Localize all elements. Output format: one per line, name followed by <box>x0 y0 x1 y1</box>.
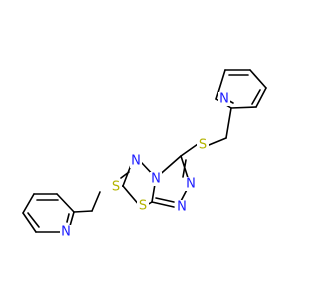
bond <box>69 211 75 227</box>
bond <box>249 69 267 89</box>
bond <box>22 193 35 214</box>
atom-label: N <box>177 200 187 215</box>
atom-n-bridgehead: N <box>150 172 162 187</box>
bond <box>225 107 232 139</box>
atom-s-lower-linker: S <box>110 180 122 195</box>
atom-label: N <box>151 172 161 187</box>
bond <box>215 69 226 100</box>
bond <box>155 197 175 203</box>
atom-n-triazole-right: N <box>185 177 197 192</box>
atom-label-layer: N N N N N N S <box>60 92 230 240</box>
bond <box>182 159 187 178</box>
bond <box>56 193 75 213</box>
bond <box>230 106 257 109</box>
bond <box>66 213 70 223</box>
bond <box>208 137 227 146</box>
bond <box>73 210 93 213</box>
atom-n-triazole-bottom: N <box>176 200 188 215</box>
atom-n-lower-pyridine: N <box>60 225 72 240</box>
bond <box>91 191 101 212</box>
atom-s-upper-linker: S <box>197 138 209 153</box>
atom-s-thiadiazole-ring: S <box>137 199 149 214</box>
bond <box>120 171 130 179</box>
atom-n-thiadiazole: N <box>130 154 142 169</box>
atom-label: N <box>61 225 71 240</box>
bond <box>151 201 175 208</box>
bond <box>122 164 132 187</box>
atom-n-upper-pyridine: N <box>218 92 230 107</box>
atom-label: N <box>186 177 196 192</box>
atom-label: S <box>139 199 147 214</box>
bond <box>27 212 40 228</box>
bond <box>251 89 261 105</box>
atom-label: S <box>112 180 120 195</box>
atom-label: S <box>199 138 207 153</box>
atom-label: N <box>219 92 229 107</box>
atom-label: N <box>131 154 141 169</box>
bond <box>22 212 37 233</box>
molecule-structure: N N N N N N S <box>22 69 267 240</box>
bond <box>255 87 267 108</box>
bond <box>180 143 199 157</box>
